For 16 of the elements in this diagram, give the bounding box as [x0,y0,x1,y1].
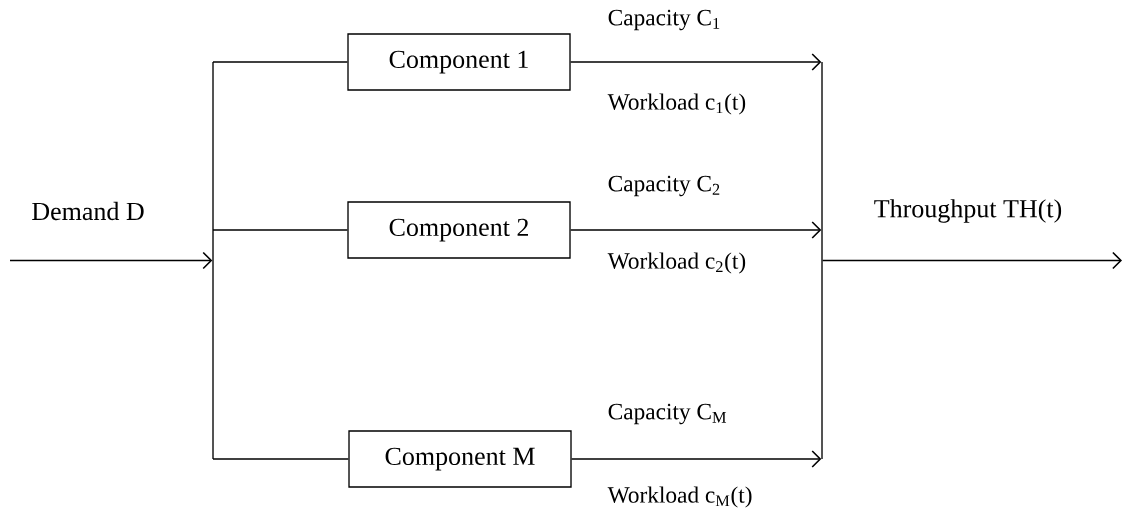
component-box: Component 2 [347,201,571,259]
arrow [570,221,822,239]
arrow [571,450,822,468]
flow-label: Capacity C$_{1}$ [608,9,720,31]
arrow [570,53,822,71]
component-box: Component M [348,430,572,488]
arrow [822,251,1122,270]
flow-label: Workload c$_{2}$(t) [607,252,746,274]
edge-label: Throughput TH(t) [872,197,1064,225]
flow-label: Workload c$_{M}$(t) [607,486,752,508]
flow-label: Workload c$_{1}$(t) [607,93,746,115]
flow-label: Capacity C$_{M}$ [608,403,727,425]
flow-label: Capacity C$_{2}$ [608,175,720,197]
edge-label: Demand D [30,200,146,222]
component-box: Component 1 [347,33,571,91]
arrow [9,251,213,270]
